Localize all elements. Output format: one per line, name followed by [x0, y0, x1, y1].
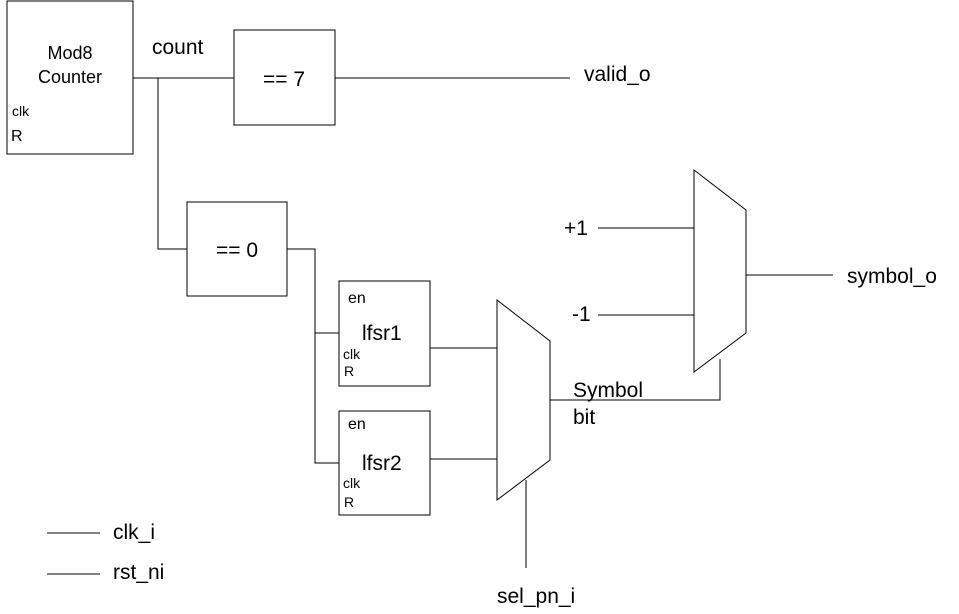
lfsr1-reset-port: R [344, 363, 354, 379]
counter-title-line2: Counter [38, 67, 102, 87]
wire-count-to-eq0 [157, 78, 187, 250]
count-signal-label: count [152, 36, 204, 59]
lfsr1-block: en lfsr1 clk R [338, 280, 431, 387]
lfsr2-reset-port: R [344, 494, 354, 510]
pn-select-mux [496, 298, 551, 502]
lfsr2-block: en lfsr2 clk R [338, 410, 431, 516]
lfsr2-clk-port: clk [343, 475, 361, 491]
mod8-counter-block: Mod8 Counter clk R [6, 0, 134, 155]
wire-eq0-to-lfsr2-en [314, 333, 339, 464]
lfsr2-name: lfsr2 [362, 452, 402, 475]
symbol-mux [693, 168, 747, 373]
wire-eq0-to-lfsr1-en [287, 248, 339, 334]
symbol-o-label: symbol_o [847, 265, 937, 288]
lfsr1-name: lfsr1 [362, 322, 402, 345]
minus-one-label: -1 [572, 303, 591, 326]
eq0-comparator: == 0 [186, 201, 288, 297]
eq7-comparator: == 7 [233, 29, 336, 126]
lfsr1-en-port: en [348, 290, 366, 307]
wire-symbol-bit [550, 359, 721, 401]
lfsr2-en-port: en [348, 416, 366, 433]
symbol-bit-label-line2: bit [573, 406, 595, 429]
counter-clk-port: clk [12, 103, 30, 119]
lfsr1-clk-port: clk [343, 346, 361, 362]
eq7-label: == 7 [263, 68, 305, 91]
legend-clk-label: clk_i [113, 521, 155, 544]
eq0-label: == 0 [216, 239, 258, 262]
legend-rst-label: rst_ni [113, 561, 164, 584]
counter-title-line1: Mod8 [47, 43, 92, 63]
valid-o-label: valid_o [584, 63, 651, 86]
counter-reset-port: R [11, 128, 23, 145]
symbol-bit-label-line1: Symbol [573, 379, 643, 402]
plus-one-label: +1 [564, 217, 588, 240]
sel-pn-i-label: sel_pn_i [497, 585, 575, 608]
